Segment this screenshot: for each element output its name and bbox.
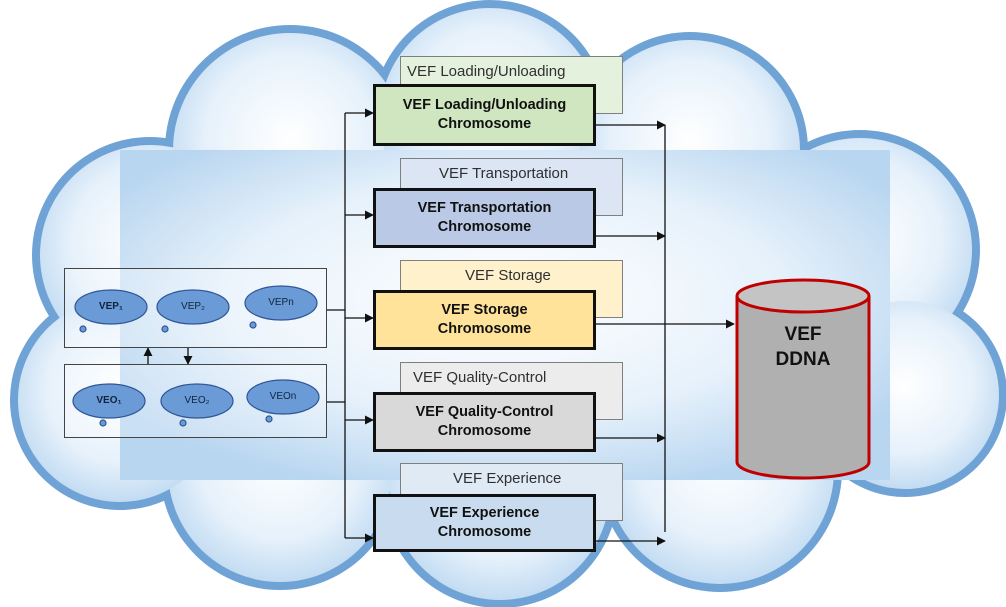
vep-cloud-2[interactable]: VEP₂: [153, 283, 233, 335]
small-cloud-icon: [156, 289, 230, 333]
chromosome-subtitle: Chromosome: [437, 321, 532, 337]
chromosome-title: VEF Experience: [429, 505, 540, 521]
chromosome-title: VEF Quality-Control: [415, 404, 554, 420]
chromosome-subtitle: Chromosome: [437, 524, 532, 540]
chromosome-title: VEF Loading/Unloading: [402, 97, 567, 113]
chromosome-experience[interactable]: VEF Experience Chromosome: [373, 494, 596, 552]
veo-group: VEO₁ VEO₂ VEOn: [64, 364, 327, 438]
chromosome-quality-control[interactable]: VEF Quality-Control Chromosome: [373, 392, 596, 452]
small-cloud-icon: [160, 383, 234, 427]
chromosome-transportation[interactable]: VEF Transportation Chromosome: [373, 188, 596, 248]
chromosome-title: VEF Storage: [441, 302, 528, 318]
small-cloud-icon: [72, 383, 146, 427]
chromosome-subtitle: Chromosome: [437, 116, 532, 132]
chromosome-storage[interactable]: VEF Storage Chromosome: [373, 290, 596, 350]
small-cloud-icon: [244, 285, 318, 329]
small-cloud-icon: [246, 379, 320, 423]
vep-group: VEP₁ VEP₂ VEPn: [64, 268, 327, 348]
ddna-line-2: DDNA: [775, 349, 831, 370]
chromosome-title: VEF Transportation: [417, 200, 552, 216]
chromosome-loading-unloading[interactable]: VEF Loading/Unloading Chromosome: [373, 84, 596, 146]
vep-cloud-1[interactable]: VEP₁: [71, 283, 151, 335]
veo-label: VEOn: [269, 390, 297, 402]
veo-cloud-1[interactable]: VEO₁: [69, 377, 149, 429]
veo-label: VEO₁: [96, 394, 122, 406]
vep-label: VEP₁: [98, 300, 124, 312]
ddna-database-icon: [735, 278, 871, 480]
vep-cloud-n[interactable]: VEPn: [241, 279, 321, 331]
vep-label: VEP₂: [181, 300, 205, 312]
ddna-line-1: VEF: [784, 324, 822, 345]
veo-cloud-2[interactable]: VEO₂: [157, 377, 237, 429]
connector-lines: [143, 108, 735, 546]
vep-label: VEPn: [268, 296, 294, 308]
ddna-label: VEF DDNA: [736, 322, 870, 372]
chromosome-subtitle: Chromosome: [437, 423, 532, 439]
veo-label: VEO₂: [184, 394, 210, 406]
veo-cloud-n[interactable]: VEOn: [243, 373, 323, 425]
small-cloud-icon: [74, 289, 148, 333]
chromosome-subtitle: Chromosome: [437, 219, 532, 235]
